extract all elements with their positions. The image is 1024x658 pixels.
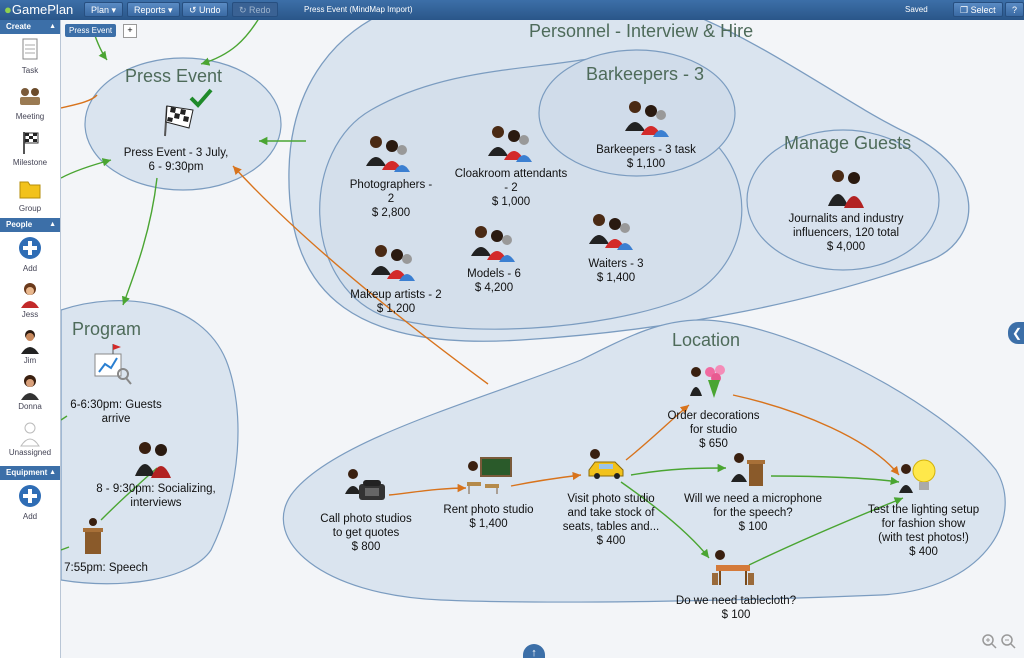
person-unassigned[interactable]: Unassigned [0,416,60,462]
top-toolbar: ●GamePlan Plan ▾ Reports ▾ ↺ Undo ↻ Redo… [0,0,1024,20]
app-logo: ●GamePlan [4,2,74,17]
create-task[interactable]: Task [0,34,60,80]
classroom-icon [467,457,512,494]
breadcrumb-press-event[interactable]: Press Event [65,24,117,37]
barkeepers-group [538,49,736,177]
create-group[interactable]: Group [0,172,60,218]
node-press-event[interactable]: Press Event - 3 July,6 - 9:30pm [123,147,229,173]
node-makeup-artists[interactable]: Makeup artists - 2$ 1,200 [350,289,442,315]
person-jim[interactable]: Jim [0,324,60,370]
save-status: Saved [905,5,928,14]
group-people-icon [488,126,532,162]
folder-icon [19,181,41,199]
zoom-out-icon[interactable] [1000,633,1016,649]
right-panel-toggle[interactable]: ❮ [1008,322,1024,344]
flowers-icon [690,365,725,398]
redo-button[interactable]: ↻ Redo [232,2,278,17]
document-title: Press Event (MindMap Import) [304,5,413,14]
help-button[interactable]: ? [1005,2,1024,17]
group-title-press-event[interactable]: Press Event [125,66,223,86]
node-waiters[interactable]: Waiters - 3$ 1,400 [588,258,644,284]
person-jess[interactable]: Jess [0,278,60,324]
task-icon [22,38,38,60]
milestone-flag-icon [164,105,194,137]
group-title-barkeepers[interactable]: Barkeepers - 3 [586,64,705,84]
taxi-icon [588,449,624,479]
bottom-panel-toggle[interactable]: ↑ [523,644,545,658]
add-person-button[interactable]: Add [0,232,60,278]
podium-icon [731,453,765,486]
group-people-icon [625,101,669,137]
meeting-people-icon [135,442,171,478]
podium-icon [83,518,103,554]
plan-menu-button[interactable]: Plan ▾ [84,2,124,17]
node-rent-studio[interactable]: Rent photo studio$ 1,400 [443,504,534,530]
node-speech[interactable]: 7:55pm: Speech [64,562,148,574]
person-male-icon [21,330,39,354]
node-tablecloth[interactable]: Do we need tablecloth?$ 100 [675,595,797,621]
node-barkeepers-task[interactable]: Barkeepers - 3 task$ 1,100 [596,144,696,170]
undo-button[interactable]: ↺ Undo [182,2,228,17]
meeting-icon [20,88,40,105]
group-people-icon [366,136,410,172]
sidebar: Create▲ Task Meeting Milestone Group Peo… [0,20,61,658]
group-title-personnel[interactable]: Personnel - Interview & Hire [529,21,754,41]
group-title-program[interactable]: Program [72,319,142,339]
mindmap-canvas[interactable]: Press Event + Press Event Personnel - In… [61,20,1024,658]
node-models[interactable]: Models - 6$ 4,200 [467,268,521,294]
group-title-guests[interactable]: Manage Guests [784,133,912,153]
create-meeting[interactable]: Meeting [0,80,60,126]
group-people-icon [589,214,633,250]
location-group [282,319,1006,603]
person-placeholder-icon [20,422,40,447]
create-milestone[interactable]: Milestone [0,126,60,172]
add-equipment-button[interactable]: Add [0,480,60,526]
person-donna[interactable]: Donna [0,370,60,416]
breadcrumb-add-button[interactable]: + [123,24,137,38]
person-female-icon [21,283,39,308]
milestone-flag-icon [23,132,39,154]
dining-table-icon [712,550,754,585]
equipment-section-header[interactable]: Equipment▲ [0,466,60,480]
group-people-icon [371,245,415,281]
add-icon [19,485,41,507]
add-icon [19,237,41,259]
presentation-icon [94,344,132,385]
group-title-location[interactable]: Location [672,330,741,350]
connections-layer [61,20,1006,603]
zoom-in-icon[interactable] [981,633,997,649]
create-section-header[interactable]: Create▲ [0,20,60,34]
checkmark-icon [189,88,213,108]
select-button[interactable]: ❐ Select [953,2,1003,17]
group-people-icon [471,226,515,262]
telephone-icon [345,469,385,500]
people-section-header[interactable]: People▲ [0,218,60,232]
node-cloakroom[interactable]: Cloakroom attendants- 2$ 1,000 [454,168,568,208]
meeting-people-icon [828,170,864,208]
reports-menu-button[interactable]: Reports ▾ [127,2,180,17]
person-female-icon [21,375,39,400]
lightbulb-icon [899,459,936,493]
node-photographers[interactable]: Photographers -2$ 2,800 [349,179,433,219]
node-socializing[interactable]: 8 - 9:30pm: Socializing,interviews [96,483,216,509]
